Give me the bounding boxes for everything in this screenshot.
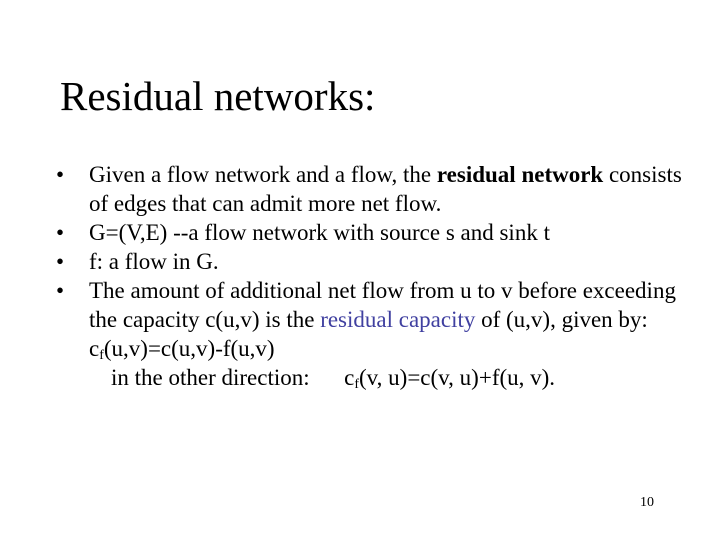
line-text: (v, u)=c(v, u)+f(u, v). <box>359 365 556 390</box>
bullet-item: • The amount of additional net flow from … <box>56 276 706 363</box>
subscript: f <box>99 348 104 363</box>
bullet-marker: • <box>56 162 65 187</box>
line-text: in the other direction: c <box>111 365 355 390</box>
bold-term: residual network <box>436 162 604 187</box>
bullet-marker: • <box>56 278 65 303</box>
page-number: 10 <box>640 495 654 510</box>
slide-title: Residual networks: <box>60 73 376 119</box>
bullet-text: (u,v)=c(u,v)-f(u,v) <box>103 336 275 361</box>
highlight-term: residual capacity <box>320 307 476 332</box>
bullet-text: consists of edges that can admit more ne… <box>89 162 682 216</box>
bullet-text: f: a flow in G. <box>89 249 219 274</box>
bullet-marker: • <box>56 220 65 245</box>
reverse-direction-line: in the other direction: cf(v, u)=c(v, u)… <box>56 363 706 392</box>
bullet-item: • Given a flow network and a flow, the re… <box>56 160 706 218</box>
subscript: f <box>354 377 360 392</box>
bullet-text: of (u,v), given by: c <box>89 307 648 361</box>
slide-body: • Given a flow network and a flow, the re… <box>56 160 706 392</box>
bullet-text: G=(V,E) --a flow network with source s a… <box>89 220 550 245</box>
bullet-marker: • <box>56 249 65 274</box>
bullet-item: • G=(V,E) --a flow network with source s… <box>56 218 706 247</box>
bullet-text: Given a flow network and a flow, the <box>89 162 437 187</box>
bullet-item: • f: a flow in G. <box>56 247 706 276</box>
bullet-text: The amount of additional net flow from u… <box>89 278 676 332</box>
